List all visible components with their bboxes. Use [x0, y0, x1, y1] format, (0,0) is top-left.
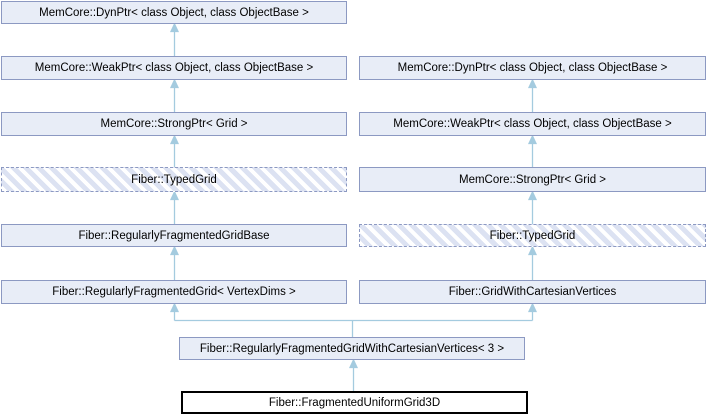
node-strongptr-left[interactable]: MemCore::StrongPtr< Grid > — [1, 112, 347, 136]
node-typedgrid-left: Fiber::TypedGrid — [1, 167, 347, 192]
edge-strongptr-left-to-weakptr-left — [169, 78, 180, 112]
node-weakptr-right[interactable]: MemCore::WeakPtr< class Object, class Ob… — [359, 112, 706, 136]
node-regularly-fragmented-grid[interactable]: Fiber::RegularlyFragmentedGrid< VertexDi… — [1, 280, 347, 304]
node-strongptr-right[interactable]: MemCore::StrongPtr< Grid > — [359, 167, 706, 192]
edge-typedgrid-left-to-strongptr-left — [169, 134, 180, 167]
edge-weakptr-left-to-dynptr-left — [169, 22, 180, 56]
node-grid-with-cartesian-vertices[interactable]: Fiber::GridWithCartesianVertices — [359, 280, 706, 304]
edge-fragbase-to-typedgrid-left — [169, 190, 180, 224]
edge-strongptr-right-to-weakptr-right — [527, 134, 538, 167]
node-dynptr-right[interactable]: MemCore::DynPtr< class Object, class Obj… — [359, 56, 706, 80]
node-regularly-fragmented-grid-base[interactable]: Fiber::RegularlyFragmentedGridBase — [1, 224, 347, 247]
edge-weakptr-right-to-dynptr-right — [527, 78, 538, 112]
node-weakptr-left[interactable]: MemCore::WeakPtr< class Object, class Ob… — [1, 56, 347, 80]
edge-gridcart-to-typedgrid-right — [527, 245, 538, 280]
edge-typedgrid-right-to-strongptr-right — [527, 190, 538, 224]
edge-fraggrid-to-fragbase — [169, 245, 180, 280]
edge-fraguniform3d-to-regfragcart — [348, 358, 359, 391]
node-fragmented-uniform-grid-3d: Fiber::FragmentedUniformGrid3D — [181, 391, 528, 414]
edge-regfragcart-to-parents — [169, 302, 538, 337]
node-regularly-fragmented-grid-with-cartesian-vertices[interactable]: Fiber::RegularlyFragmentedGridWithCartes… — [179, 337, 525, 360]
node-typedgrid-right: Fiber::TypedGrid — [359, 224, 706, 247]
node-dynptr-left[interactable]: MemCore::DynPtr< class Object, class Obj… — [1, 1, 347, 24]
